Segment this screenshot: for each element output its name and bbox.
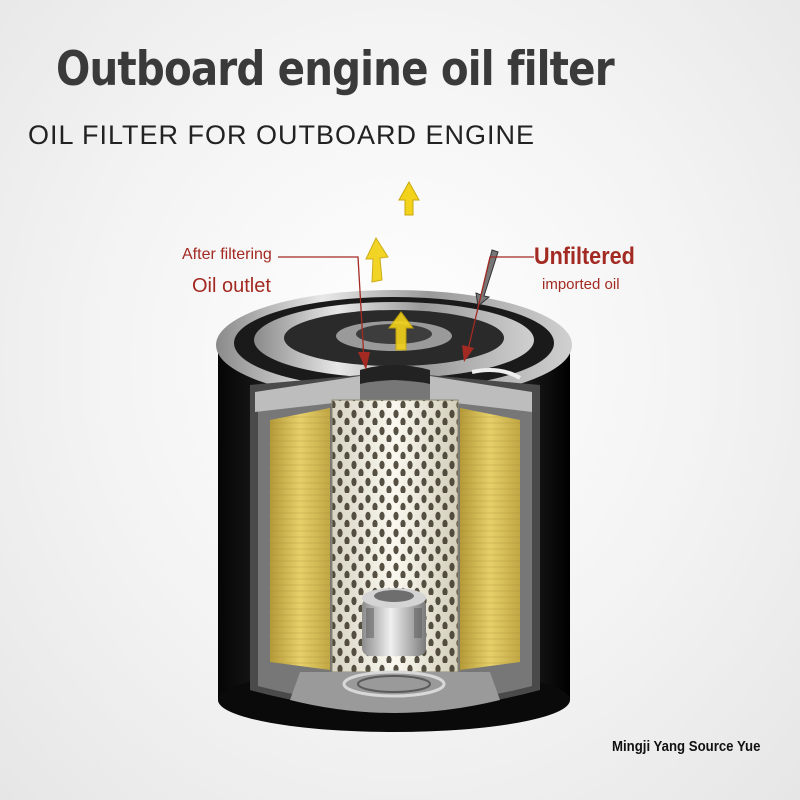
page-title: Outboard engine oil filter [56, 42, 615, 97]
outlet-callout-line2: Oil outlet [192, 275, 271, 297]
page-subtitle: OIL FILTER FOR OUTBOARD ENGINE [28, 120, 536, 150]
brand-caption: Mingji Yang Source Yue [612, 738, 761, 755]
inlet-callout-line1: Unfiltered [534, 243, 635, 270]
callout-leader-lines [278, 256, 534, 361]
inlet-callout-line2: imported oil [542, 276, 620, 293]
unfiltered-oil-inlet-arrow [475, 249, 499, 307]
filtered-oil-flow-arrows [365, 180, 420, 351]
outlet-callout-line1: After filtering [182, 246, 272, 263]
bypass-valve [362, 588, 426, 656]
